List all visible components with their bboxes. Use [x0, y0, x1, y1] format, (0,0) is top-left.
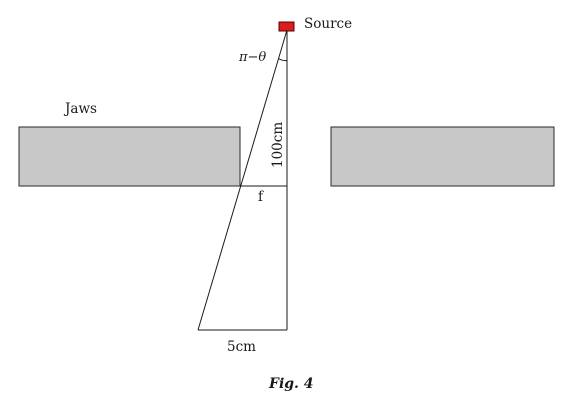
source-block	[278, 21, 295, 32]
field-label: f	[258, 189, 264, 205]
figure-caption: Fig. 4	[268, 376, 314, 392]
distance-label: 100cm	[270, 122, 286, 168]
source-label: Source	[304, 16, 352, 32]
oblique-ray-line	[197, 29, 288, 331]
angle-arc	[278, 58, 288, 62]
left-jaw	[18, 126, 241, 187]
jaws-label: Jaws	[63, 101, 97, 117]
width-label: 5cm	[227, 339, 256, 355]
angle-label: π−θ	[238, 50, 266, 65]
right-jaw	[330, 126, 555, 187]
